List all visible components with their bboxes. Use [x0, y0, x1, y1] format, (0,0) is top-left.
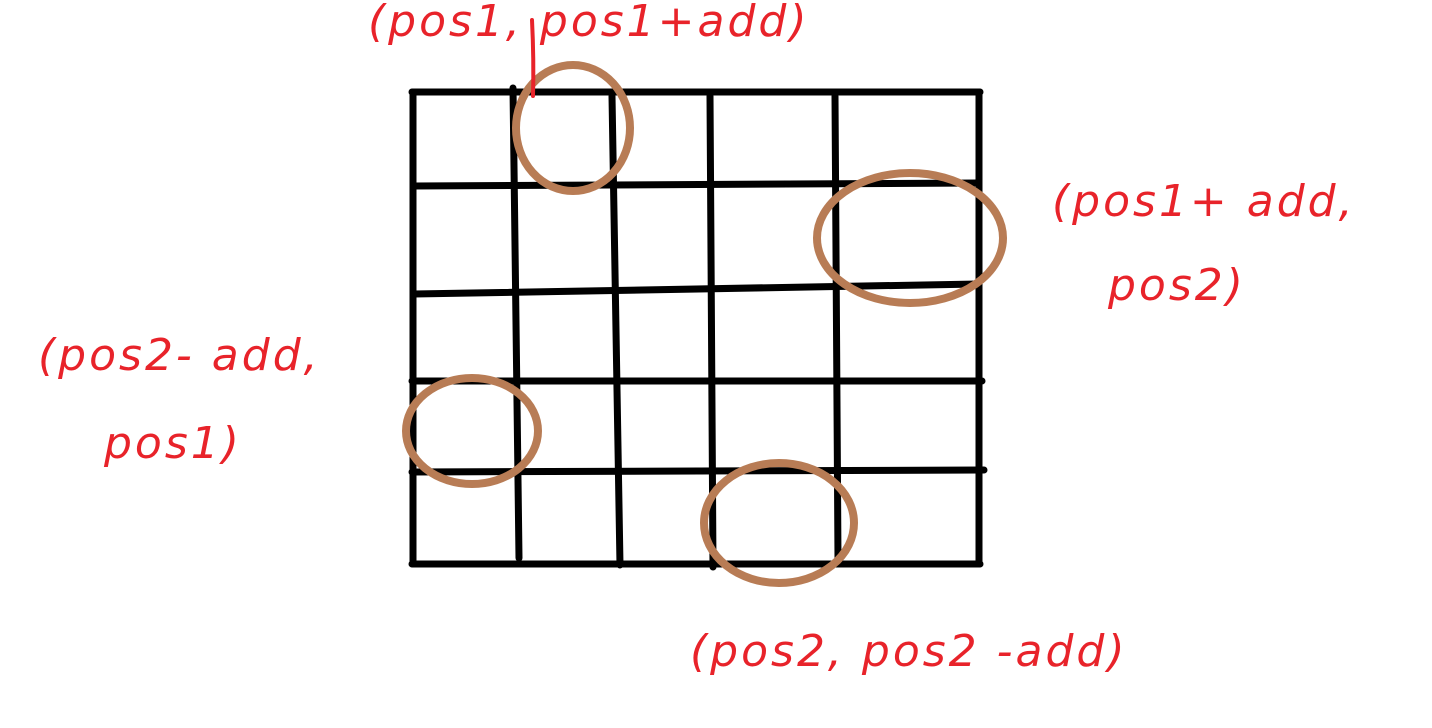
annotation-right-line1: (pos1+ add, [1052, 176, 1356, 227]
annotation-right-line2: pos2) [1107, 260, 1246, 311]
annotation-left-line2: pos1) [103, 418, 242, 469]
highlight-ring-left [402, 374, 542, 488]
annotation-top: (pos1, pos1+add) [368, 0, 810, 47]
highlight-ring-bottom [700, 459, 858, 587]
highlight-rings [402, 61, 1007, 587]
highlight-ring-top [512, 61, 634, 195]
top-label-pointer [530, 18, 536, 98]
annotations: (pos1, pos1+add) (pos1+ add, pos2) (pos2… [38, 0, 1356, 677]
annotation-left-line1: (pos2- add, [38, 330, 321, 381]
grid [408, 84, 988, 571]
annotation-bottom: (pos2, pos2 -add) [690, 626, 1128, 677]
grid-row-line [408, 466, 988, 476]
grid-column-line [509, 84, 523, 562]
grid-row-line [410, 280, 982, 298]
highlight-ring-right [813, 169, 1007, 307]
grid-row-line [410, 179, 982, 190]
